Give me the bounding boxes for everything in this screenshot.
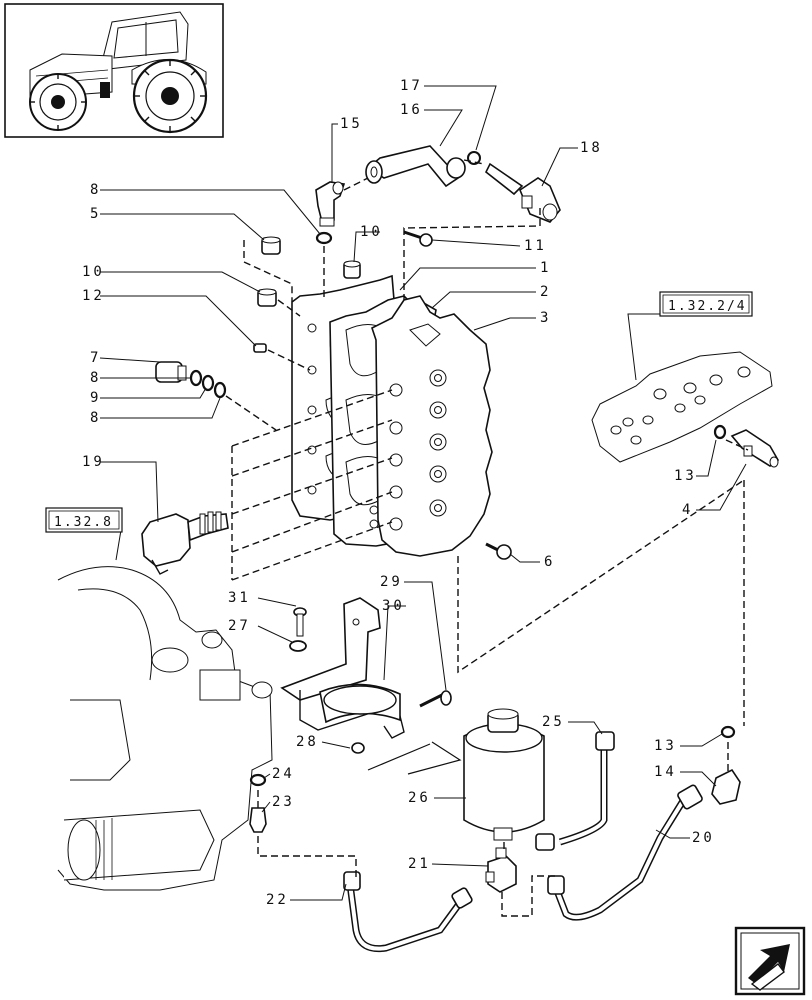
callout-24: 24: [272, 766, 295, 782]
callout-4: 4: [682, 502, 693, 518]
washer-27: [289, 640, 307, 652]
pipe-25: [535, 731, 615, 851]
pipe-22: [343, 871, 473, 953]
callout-6: 6: [544, 554, 555, 570]
callout-30: 30: [382, 598, 405, 614]
callout-28: 28: [296, 734, 319, 750]
callout-14: 14: [654, 764, 677, 780]
callout-22: 22: [266, 892, 289, 908]
valve-body-3: [371, 295, 493, 557]
callout-8-top: 8: [90, 182, 101, 198]
solenoid-valve-19: [141, 511, 229, 575]
reference-box-1-32-8[interactable]: 1.32.8: [45, 507, 123, 533]
callout-3: 3: [540, 310, 551, 326]
assembly-dash-lines: [225, 159, 749, 917]
callout-8-mid: 8: [90, 370, 101, 386]
callout-31: 31: [228, 590, 251, 606]
callout-17: 17: [400, 78, 423, 94]
plug-5: [261, 236, 281, 255]
pipe-16: [365, 145, 466, 188]
accumulator-26: [463, 708, 545, 841]
reference-box-1-32-2-4[interactable]: 1.32.2/4: [659, 291, 753, 317]
callout-1: 1: [540, 260, 551, 276]
bracket-30: [280, 597, 405, 739]
callout-labels: 17 16 15 18 8 5 10 11 1 10 2 12 3 7 8 9 …: [82, 78, 715, 908]
reference-1-32-2-4-text: 1.32.2/4: [668, 299, 747, 314]
seal-ring-13-top: [713, 424, 727, 440]
callout-19: 19: [82, 454, 105, 470]
callout-13-bottom: 13: [654, 738, 677, 754]
elbow-14: [711, 768, 741, 805]
reference-1-32-8-text: 1.32.8: [54, 515, 113, 530]
callout-21: 21: [408, 856, 431, 872]
seal-ring-8-top: [315, 231, 333, 245]
seal-8-and-9-stack: [189, 369, 227, 399]
seal-ring-13-bottom: [720, 725, 736, 739]
next-page-arrow-icon[interactable]: [734, 926, 806, 996]
callout-20: 20: [692, 830, 715, 846]
plug-10-side: [257, 288, 277, 307]
screw-6: [485, 542, 512, 560]
manifold-reference-1-32-2-4: [591, 351, 773, 463]
callout-25: 25: [542, 714, 565, 730]
callout-8-low: 8: [90, 410, 101, 426]
screw-11: [403, 230, 433, 247]
callout-12: 12: [82, 288, 105, 304]
seal-ring-24: [249, 773, 267, 787]
callout-5: 5: [90, 206, 101, 222]
callout-11: 11: [524, 238, 547, 254]
screw-29: [419, 690, 452, 708]
callout-15: 15: [340, 116, 363, 132]
nut-28: [351, 742, 365, 754]
callout-16: 16: [400, 102, 423, 118]
plug-7: [155, 361, 187, 383]
o-ring-17: [467, 151, 481, 165]
callout-10-side: 10: [82, 264, 105, 280]
tee-fitting-4: [730, 429, 780, 468]
transmission-housing-reference-1-32-8: [57, 566, 273, 891]
callout-2: 2: [540, 284, 551, 300]
bolt-31: [293, 607, 307, 637]
callout-23: 23: [272, 794, 295, 810]
leader-lines: [99, 85, 747, 901]
tractor-thumbnail-icon: [4, 3, 224, 138]
banjo-fitting-18: [484, 162, 561, 223]
callout-27: 27: [228, 618, 251, 634]
callout-7: 7: [90, 350, 101, 366]
callout-18: 18: [580, 140, 603, 156]
tee-connector-21: [485, 847, 517, 893]
pipe-20: [547, 784, 703, 921]
plug-10-top: [343, 260, 361, 279]
callout-13-top: 13: [674, 468, 697, 484]
pin-12: [253, 343, 267, 353]
elbow-fitting-15: [315, 181, 346, 227]
callout-10-top: 10: [360, 224, 383, 240]
callout-26: 26: [408, 790, 431, 806]
adapter-23: [249, 807, 267, 833]
callout-9: 9: [90, 390, 101, 406]
callout-29: 29: [380, 574, 403, 590]
